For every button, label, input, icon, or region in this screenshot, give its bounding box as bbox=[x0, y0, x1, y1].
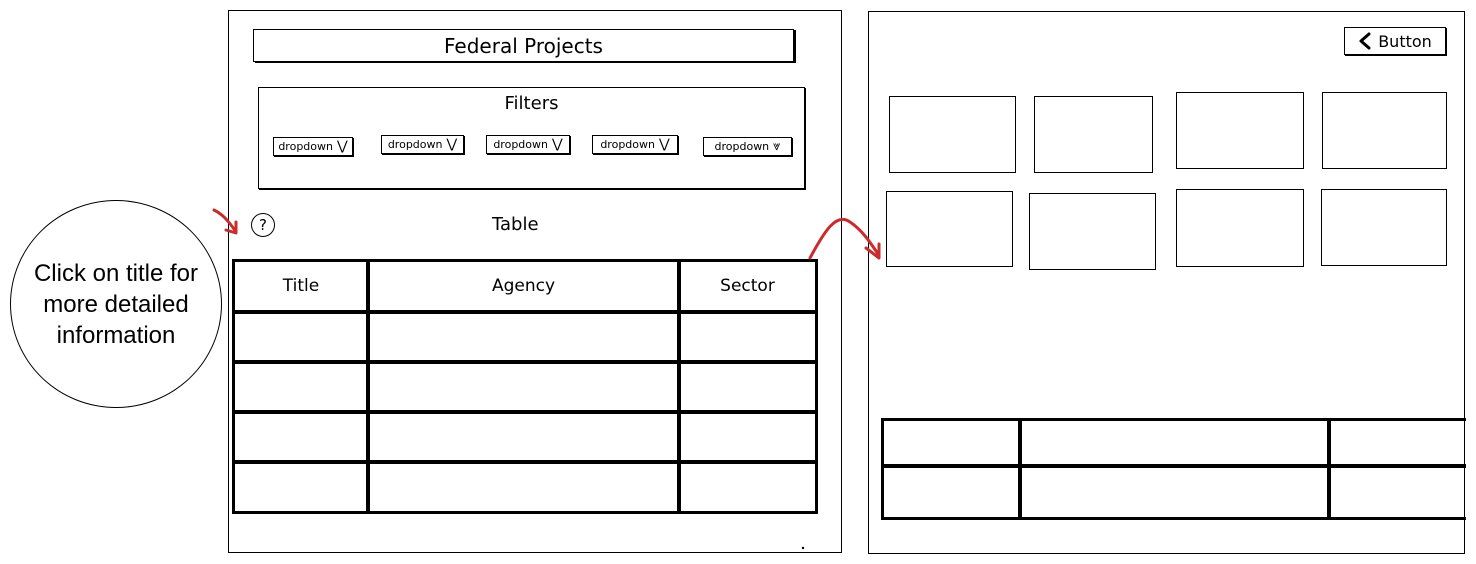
arrow-annotation bbox=[808, 218, 881, 260]
detail-card bbox=[1176, 189, 1304, 267]
column-header-sector: Sector bbox=[720, 276, 775, 296]
filters-panel: Filters bbox=[258, 87, 805, 189]
detail-card bbox=[889, 96, 1016, 173]
chevron-down-icon: ⋁ bbox=[658, 137, 670, 152]
chevron-left-icon bbox=[1359, 32, 1371, 50]
callout-bubble: Click on title for more detailed informa… bbox=[10, 200, 222, 408]
filter-dropdown-1[interactable]: dropdown⋁ bbox=[273, 137, 353, 156]
left-screen-frame bbox=[228, 10, 842, 553]
help-glyph: ? bbox=[259, 216, 267, 234]
detail-table-col-divider bbox=[1018, 418, 1022, 520]
filters-label: Filters bbox=[504, 93, 559, 114]
back-button[interactable]: Button bbox=[1344, 27, 1446, 55]
filter-dropdown-4[interactable]: dropdown⋁ bbox=[592, 135, 678, 154]
help-icon[interactable]: ? bbox=[251, 213, 275, 237]
filter-dropdown-5[interactable]: dropdown⩔ bbox=[703, 137, 792, 156]
table-row-divider bbox=[232, 310, 818, 314]
dropdown-label: dropdown bbox=[600, 138, 655, 151]
detail-table bbox=[881, 418, 1466, 520]
detail-card bbox=[1321, 189, 1447, 266]
dropdown-label: dropdown bbox=[278, 140, 333, 153]
detail-card bbox=[1029, 193, 1156, 270]
dropdown-label: dropdown bbox=[714, 140, 770, 153]
table-label: Table bbox=[492, 214, 539, 235]
detail-card bbox=[1034, 96, 1153, 173]
column-header-agency: Agency bbox=[491, 276, 556, 296]
chevron-down-icon: ⋁ bbox=[551, 137, 563, 152]
dropdown-label: dropdown bbox=[387, 138, 443, 151]
table-col-divider bbox=[677, 259, 681, 514]
dropdown-label: dropdown bbox=[493, 138, 548, 151]
chevron-down-icon: ⋁ bbox=[336, 139, 348, 154]
callout-text: Click on title for more detailed informa… bbox=[33, 259, 199, 349]
detail-card bbox=[1322, 92, 1447, 169]
back-button-label: Button bbox=[1378, 31, 1432, 51]
detail-table-col-divider bbox=[1327, 418, 1331, 520]
chevron-down-icon: ⋁ bbox=[446, 137, 458, 152]
page-title: Federal Projects bbox=[253, 29, 794, 62]
detail-card bbox=[1176, 92, 1304, 169]
stray-dot bbox=[801, 546, 805, 550]
chevron-down-icon: ⩔ bbox=[773, 139, 781, 154]
projects-table bbox=[232, 259, 818, 514]
table-row-divider bbox=[232, 360, 818, 364]
column-header-title[interactable]: Title bbox=[282, 276, 320, 296]
table-row-divider bbox=[232, 410, 818, 414]
right-screen-frame bbox=[868, 11, 1465, 554]
table-row-divider bbox=[232, 460, 818, 464]
filter-dropdown-2[interactable]: dropdown⋁ bbox=[381, 135, 464, 154]
detail-card bbox=[886, 191, 1013, 267]
arrow-annotation bbox=[212, 208, 238, 235]
detail-table-row-divider bbox=[881, 464, 1466, 468]
table-col-divider bbox=[366, 259, 370, 514]
filter-dropdown-3[interactable]: dropdown⋁ bbox=[486, 135, 570, 154]
